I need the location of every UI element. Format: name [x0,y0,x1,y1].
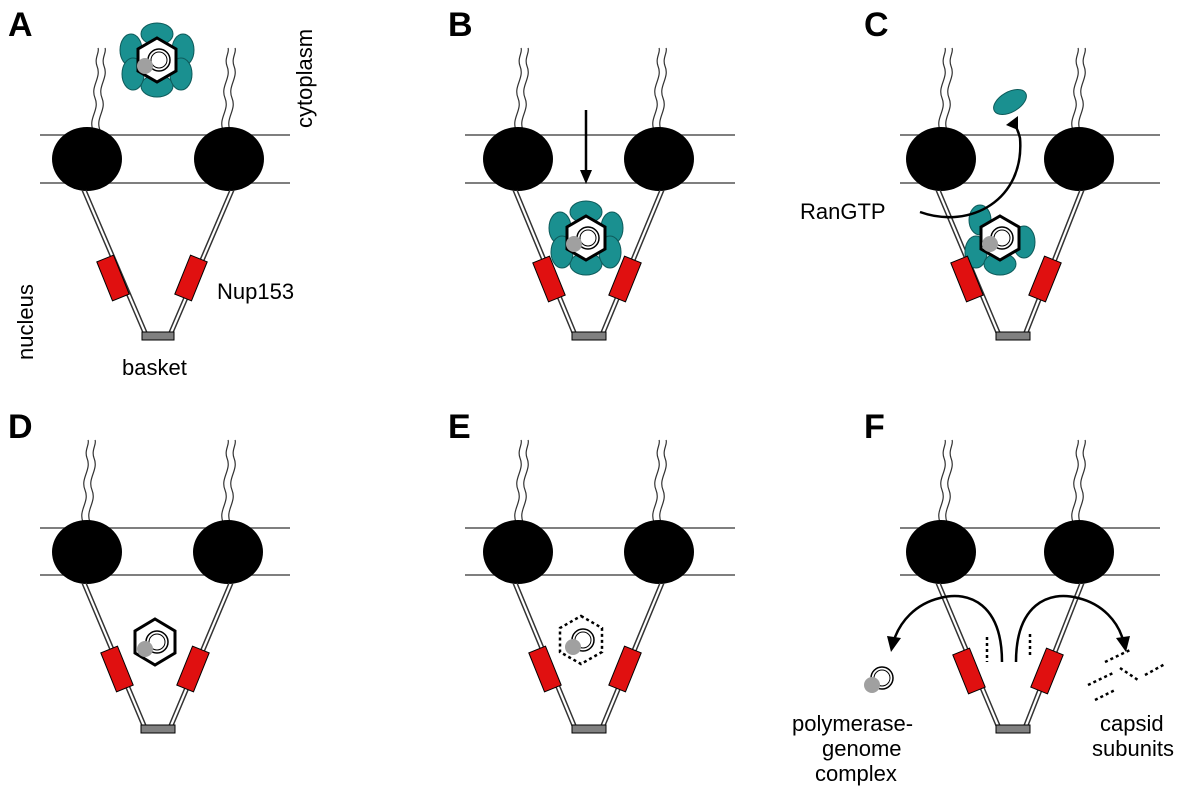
panel-a: A [0,0,395,400]
cytoplasmic-filaments [938,439,1087,523]
importin-capsid-complex [548,200,624,276]
polymerase-genome-complex [864,666,894,693]
pore-ring-right [624,520,694,584]
importin-capsid-complex [119,22,195,98]
panel-d: D [0,400,395,800]
pore-ring-right [1044,127,1114,191]
panel-label-e: E [448,408,471,446]
panel-e: E [430,400,825,800]
pore-drawing-a [40,22,290,341]
nup153-right [174,254,208,302]
basket-ring [995,724,1031,734]
basket-label: basket [122,355,187,380]
arrowhead-left [887,636,901,652]
pore-drawing-d [40,439,290,734]
cytoplasm-label: cytoplasm [292,28,317,128]
pore-drawing-b [465,47,735,341]
polymerase-label-line3: complex [815,761,897,786]
basket-ring [140,724,176,734]
nup153-left [96,254,130,302]
cytoplasmic-filaments [81,439,237,523]
disassembling-capsid [558,614,604,666]
cytoplasmic-filaments [91,47,237,131]
released-importin [993,89,1027,115]
basket-ring [571,724,607,734]
capsid-label-line2: subunits [1092,736,1174,761]
pore-ring-right [624,127,694,191]
basket-ring [995,331,1031,341]
panel-label-f: F [864,408,885,446]
pore-ring-right [193,520,263,584]
basket-ring [141,331,175,341]
nup153-left [952,647,986,695]
import-arrow [580,110,592,184]
capsid [133,617,177,667]
nup153-left [528,645,562,693]
pore-ring-left [52,127,122,191]
panel-c: C [800,0,1185,400]
pore-ring-left [483,127,553,191]
panel-b: B [430,0,825,400]
nup153-right [608,255,642,303]
nucleus-label: nucleus [13,284,38,360]
polymerase-label-line2: genome [822,736,902,761]
nup153-label: Nup153 [217,279,295,304]
panel-label-d: D [8,408,33,446]
capsid-subunits [1087,648,1166,702]
nup153-right [1028,255,1062,303]
capsid-partial-importin [964,204,1036,276]
pore-ring-left [906,520,976,584]
nup153-left [950,255,984,303]
nup153-right [176,645,210,693]
pore-ring-left [483,520,553,584]
cytoplasmic-filaments [938,47,1087,131]
nup153-right [608,645,642,693]
nup153-left [532,255,566,303]
bound-capsid-fragments [985,634,1032,662]
cytoplasmic-filaments [514,439,668,523]
panel-label-b: B [448,6,473,44]
release-arrow [919,116,1022,219]
pore-drawing-f [864,439,1166,734]
pore-ring-left [906,127,976,191]
polymerase-label-line1: polymerase- [792,711,914,736]
nup153-left [100,645,134,693]
pore-drawing-c [900,47,1160,341]
nup153-right [1030,647,1064,695]
pore-ring-left [52,520,122,584]
panel-label-a: A [8,6,33,44]
pore-ring-right [1044,520,1114,584]
basket-ring [571,331,607,341]
arrowhead-right [1116,636,1130,652]
pore-drawing-e [465,439,735,734]
panel-label-c: C [864,6,889,44]
panel-f: F [792,400,1185,800]
capsid-label-line1: capsid [1100,711,1164,736]
release-arrows [892,594,1125,663]
cytoplasmic-filaments [514,47,668,131]
pore-ring-right [194,127,264,191]
rangtp-label: RanGTP [800,199,886,224]
